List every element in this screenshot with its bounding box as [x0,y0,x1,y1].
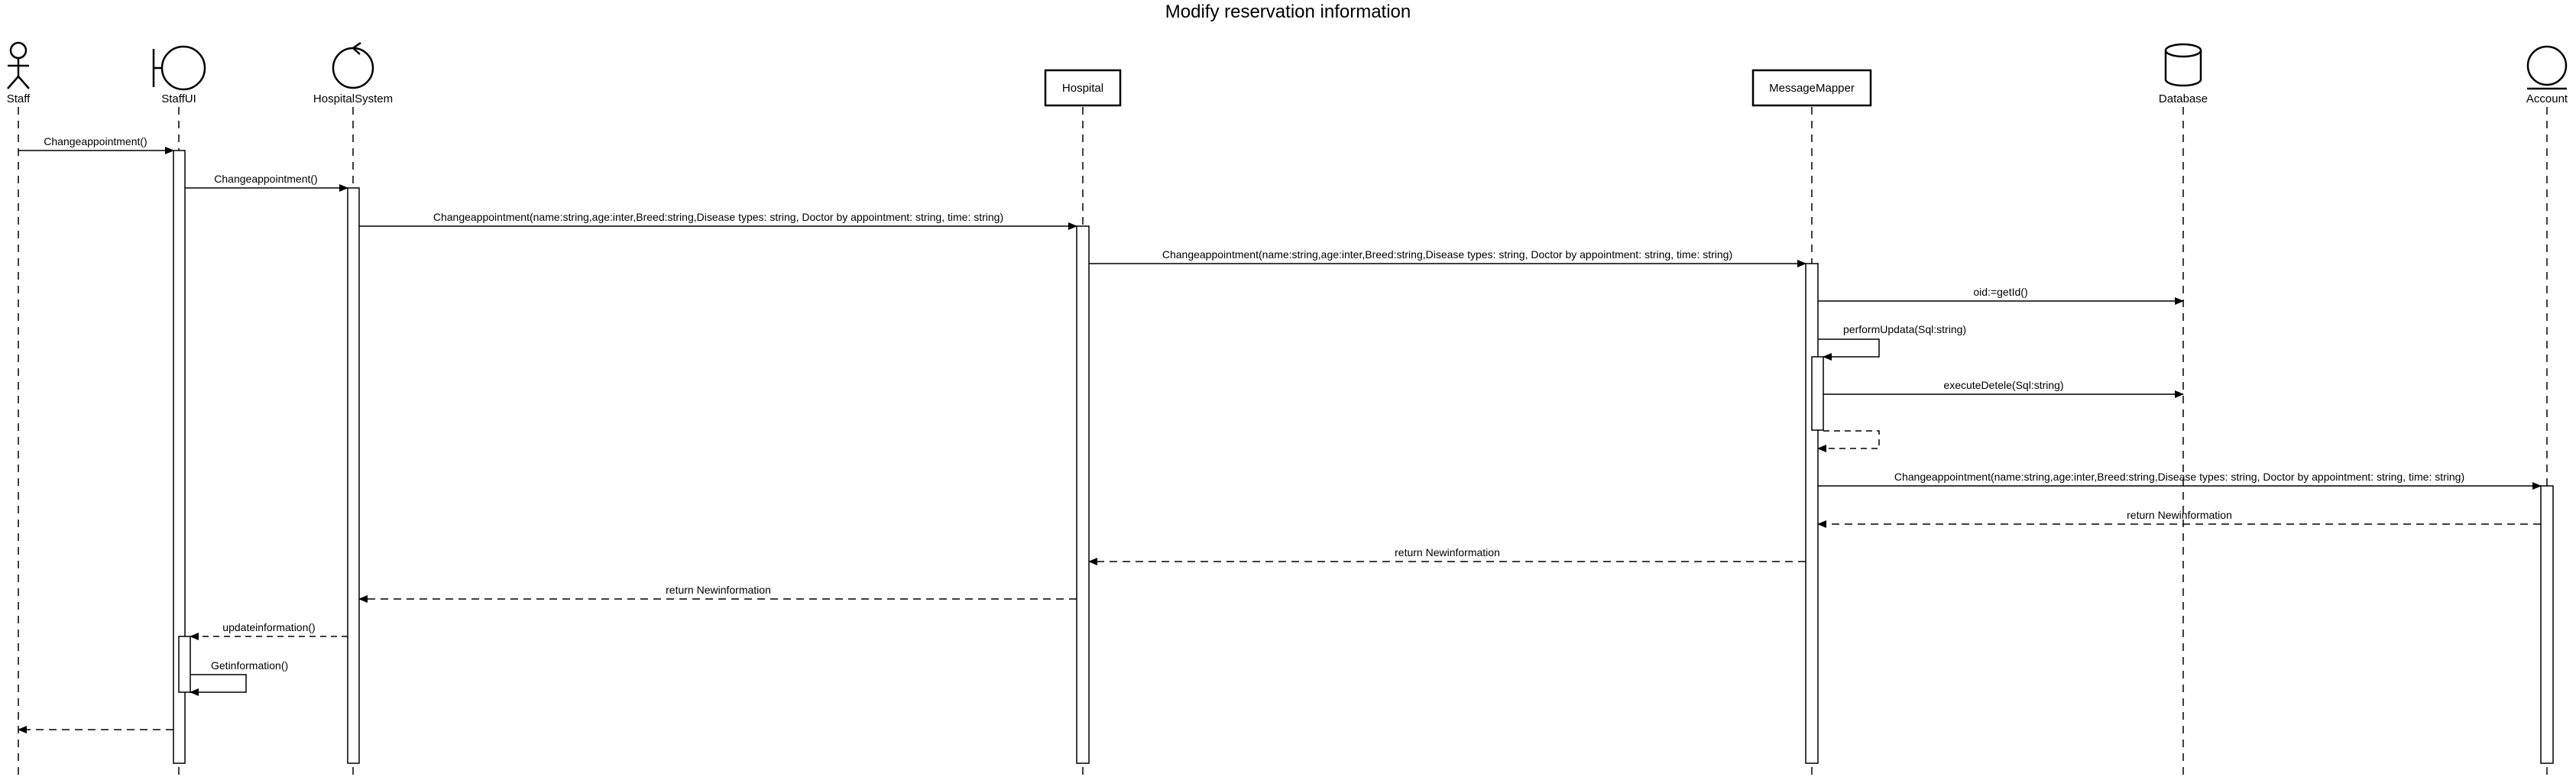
self-return-arrow [1817,430,1880,452]
participant-hospital [1044,69,1122,107]
message-label: return Newinformation [666,584,771,596]
message-label: Changeappointment(name:string,age:inter,… [433,211,1003,223]
participant-account [2526,45,2568,90]
control-circle-icon [332,47,374,89]
activation-messagemapper [1805,263,1819,764]
participant-label-hospitalsystem: HospitalSystem [313,92,393,105]
participant-messagemapper [1751,69,1872,107]
activation-hospitalsystem [347,187,360,764]
participant-hospitalsystem [332,41,374,89]
participant-label-hospital: Hospital [1062,82,1103,95]
message-label: Getinformation() [211,659,288,672]
participant-label-account: Account [2526,92,2568,105]
lifelines [18,107,2548,777]
self-message-arrow [190,674,247,696]
activation-hospital [1076,225,1090,764]
participant-staff [7,41,30,89]
diagram-title: Modify reservation information [1165,2,1411,22]
activation-messagemapper-nested [1811,356,1824,431]
message-label: Changeappointment() [44,135,147,147]
message-label: return Newinformation [2127,509,2232,521]
activations [173,150,2554,764]
participant-label-database: Database [2159,92,2208,105]
database-cylinder-icon [2164,50,2202,87]
message-label: Changeappointment(name:string,age:inter,… [1162,248,1732,261]
message-label: oid:=getId() [1973,286,2027,298]
message-label: Changeappointment(name:string,age:inter,… [1894,471,2464,483]
control-arrow-icon [352,41,361,55]
message-label: Changeappointment() [214,173,317,185]
message-label: return Newinformation [1395,546,1500,558]
participant-label-staff: Staff [7,92,31,105]
message-label: performUpdata(Sql:string) [1843,323,1966,335]
entity-circle-icon [2526,45,2568,86]
message-label: executeDetele(Sql:string) [1943,379,2063,391]
participant-staffui [152,45,206,91]
activation-staffui [173,150,186,764]
self-message-arrow [1818,338,1880,361]
messages: Changeappointment() Changeappointment() … [18,135,2542,733]
activation-account [2540,485,2554,764]
participant-database [2164,43,2202,87]
boundary-circle-icon [160,45,206,91]
activation-staffui-nested [178,636,191,693]
actor-head-icon [9,41,28,60]
participant-label-staffui: StaffUI [161,92,196,105]
participant-label-messagemapper: MessageMapper [1769,82,1855,95]
message-label: updateinformation() [222,621,315,633]
